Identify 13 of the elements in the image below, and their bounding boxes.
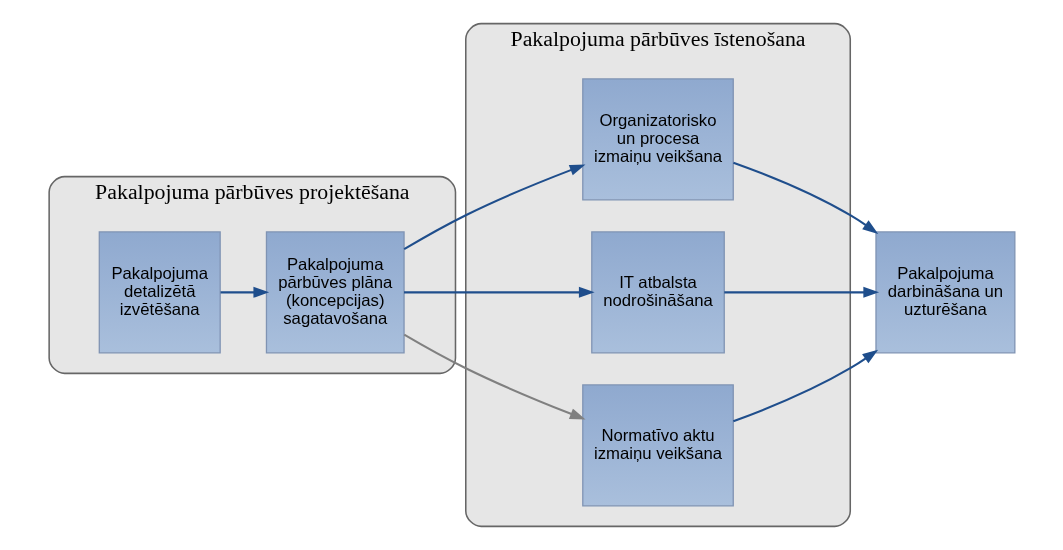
node-box: Normatīvo aktu izmaiņu veikšana [581, 384, 734, 507]
arrow [732, 349, 878, 423]
arrow [403, 164, 585, 251]
node-box: Organizatorisko un procesa izmaiņu veikšana [581, 78, 734, 201]
arrow [403, 286, 595, 298]
node-box: Pakalpojuma detalizētā izvētēšana [98, 231, 221, 354]
node-box: IT atbalsta nodrošināšana [590, 231, 725, 354]
arrow [220, 286, 269, 298]
arrow [403, 333, 586, 420]
arrow [732, 161, 878, 234]
arrow [723, 286, 879, 298]
node-box: Pakalpojuma pārbūves plāna (koncepcijas) sagatavošana [265, 231, 405, 354]
node-box: Pakalpojuma darbināšana un uzturēšana [874, 231, 1015, 354]
